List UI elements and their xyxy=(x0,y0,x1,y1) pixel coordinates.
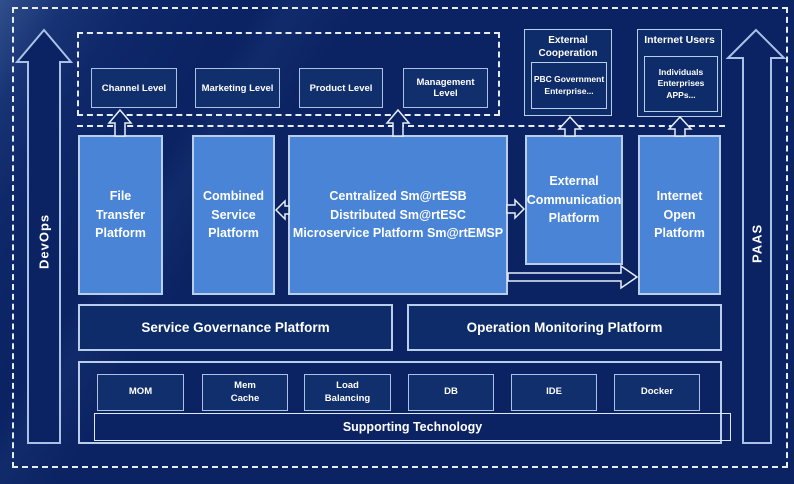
service-governance-platform-box: Service Governance Platform xyxy=(78,304,393,351)
marketing-level-label: Marketing Level xyxy=(201,82,274,94)
levels-container xyxy=(77,32,500,116)
diagram-outer-frame xyxy=(12,7,788,468)
combined-service-platform-label: Combined Service Platform xyxy=(202,188,265,241)
marketing-level-box: Marketing Level xyxy=(195,68,280,108)
internet-users-box: Internet Users Individuals Enterprises A… xyxy=(637,29,722,117)
internet-users-detail: Individuals Enterprises APPs... xyxy=(657,66,705,100)
channel-level-box: Channel Level xyxy=(91,68,177,108)
service-governance-platform-label: Service Governance Platform xyxy=(141,320,330,335)
operation-monitoring-platform-box: Operation Monitoring Platform xyxy=(407,304,722,351)
central-esb-platform-label: Centralized Sm@rtESB Distributed Sm@rtES… xyxy=(292,188,504,241)
docker-box: Docker xyxy=(614,374,700,411)
internet-open-platform-box: Internet Open Platform xyxy=(638,135,721,295)
management-level-label: Management Level xyxy=(416,77,475,99)
mom-label: MOM xyxy=(128,386,153,398)
external-cooperation-box: External Cooperation PBC Government Ente… xyxy=(524,29,612,116)
external-cooperation-detail: PBC Government Enterprise... xyxy=(533,74,605,96)
mem-cache-box: Mem Cache xyxy=(202,374,288,411)
internet-users-title: Internet Users xyxy=(644,34,715,46)
product-level-label: Product Level xyxy=(309,82,373,94)
mom-box: MOM xyxy=(97,374,184,411)
supporting-technology-bar: Supporting Technology xyxy=(94,413,731,441)
load-balancing-label: Load Balancing xyxy=(324,379,371,404)
docker-label: Docker xyxy=(640,386,674,398)
channel-level-label: Channel Level xyxy=(101,82,167,94)
external-communication-platform-label: External Communication Platform xyxy=(526,173,622,226)
ide-box: IDE xyxy=(511,374,597,411)
ide-label: IDE xyxy=(546,386,562,398)
external-communication-platform-box: External Communication Platform xyxy=(525,135,623,265)
supporting-technology-container xyxy=(78,361,722,444)
internet-users-detail-box: Individuals Enterprises APPs... xyxy=(644,56,718,112)
external-cooperation-title: External Cooperation xyxy=(538,35,598,59)
file-transfer-platform-box: File Transfer Platform xyxy=(78,135,163,295)
supporting-technology-label: Supporting Technology xyxy=(342,420,483,434)
db-label: DB xyxy=(444,386,458,398)
operation-monitoring-platform-label: Operation Monitoring Platform xyxy=(466,320,663,335)
paas-rail-label: PAAS xyxy=(749,223,765,263)
devops-rail-label: DevOps xyxy=(36,213,52,269)
management-level-box: Management Level xyxy=(403,68,488,108)
file-transfer-platform-label: File Transfer Platform xyxy=(95,188,146,241)
external-cooperation-detail-box: PBC Government Enterprise... xyxy=(531,62,607,109)
combined-service-platform-box: Combined Service Platform xyxy=(192,135,275,295)
load-balancing-box: Load Balancing xyxy=(304,374,391,411)
product-level-box: Product Level xyxy=(299,68,383,108)
central-esb-platform-box: Centralized Sm@rtESB Distributed Sm@rtES… xyxy=(288,135,508,295)
mem-cache-label: Mem Cache xyxy=(230,379,260,404)
top-dashed-separator xyxy=(77,125,725,127)
internet-open-platform-label: Internet Open Platform xyxy=(654,188,705,241)
db-box: DB xyxy=(408,374,494,411)
